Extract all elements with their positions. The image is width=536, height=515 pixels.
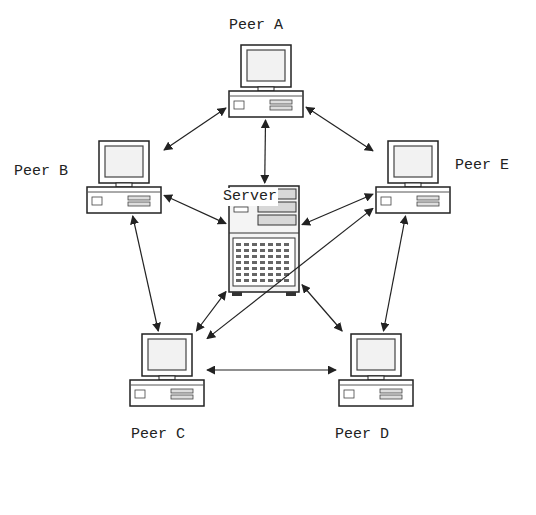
computer-icon [338, 333, 414, 407]
node-label: Peer B [14, 163, 68, 181]
connector-arrow [383, 216, 405, 331]
connector-arrow [207, 208, 373, 338]
connector-arrow [264, 120, 266, 183]
node-label: Peer D [335, 426, 389, 444]
peer-computer: Peer C [129, 333, 205, 407]
node-label: Server [222, 188, 278, 206]
connector-arrow [302, 194, 373, 224]
connector-arrow [196, 292, 226, 331]
peer-computer: Peer B [86, 140, 162, 214]
computer-icon [129, 333, 205, 407]
connector-arrow [164, 195, 226, 223]
node-label: Peer C [131, 426, 185, 444]
computer-icon [375, 140, 451, 214]
connector-arrow [133, 216, 159, 331]
node-label: Peer E [455, 157, 509, 175]
computer-icon [86, 140, 162, 214]
connector-arrow [164, 108, 226, 150]
peer-computer: Peer A [228, 44, 304, 118]
computer-icon [228, 44, 304, 118]
peer-computer: Peer E [375, 140, 451, 214]
connector-arrow [207, 369, 336, 370]
connector-arrow [302, 285, 342, 331]
peer-computer: Peer D [338, 333, 414, 407]
node-label: Peer A [229, 17, 283, 35]
server-computer: Server [228, 185, 300, 297]
connector-arrow [306, 107, 373, 151]
